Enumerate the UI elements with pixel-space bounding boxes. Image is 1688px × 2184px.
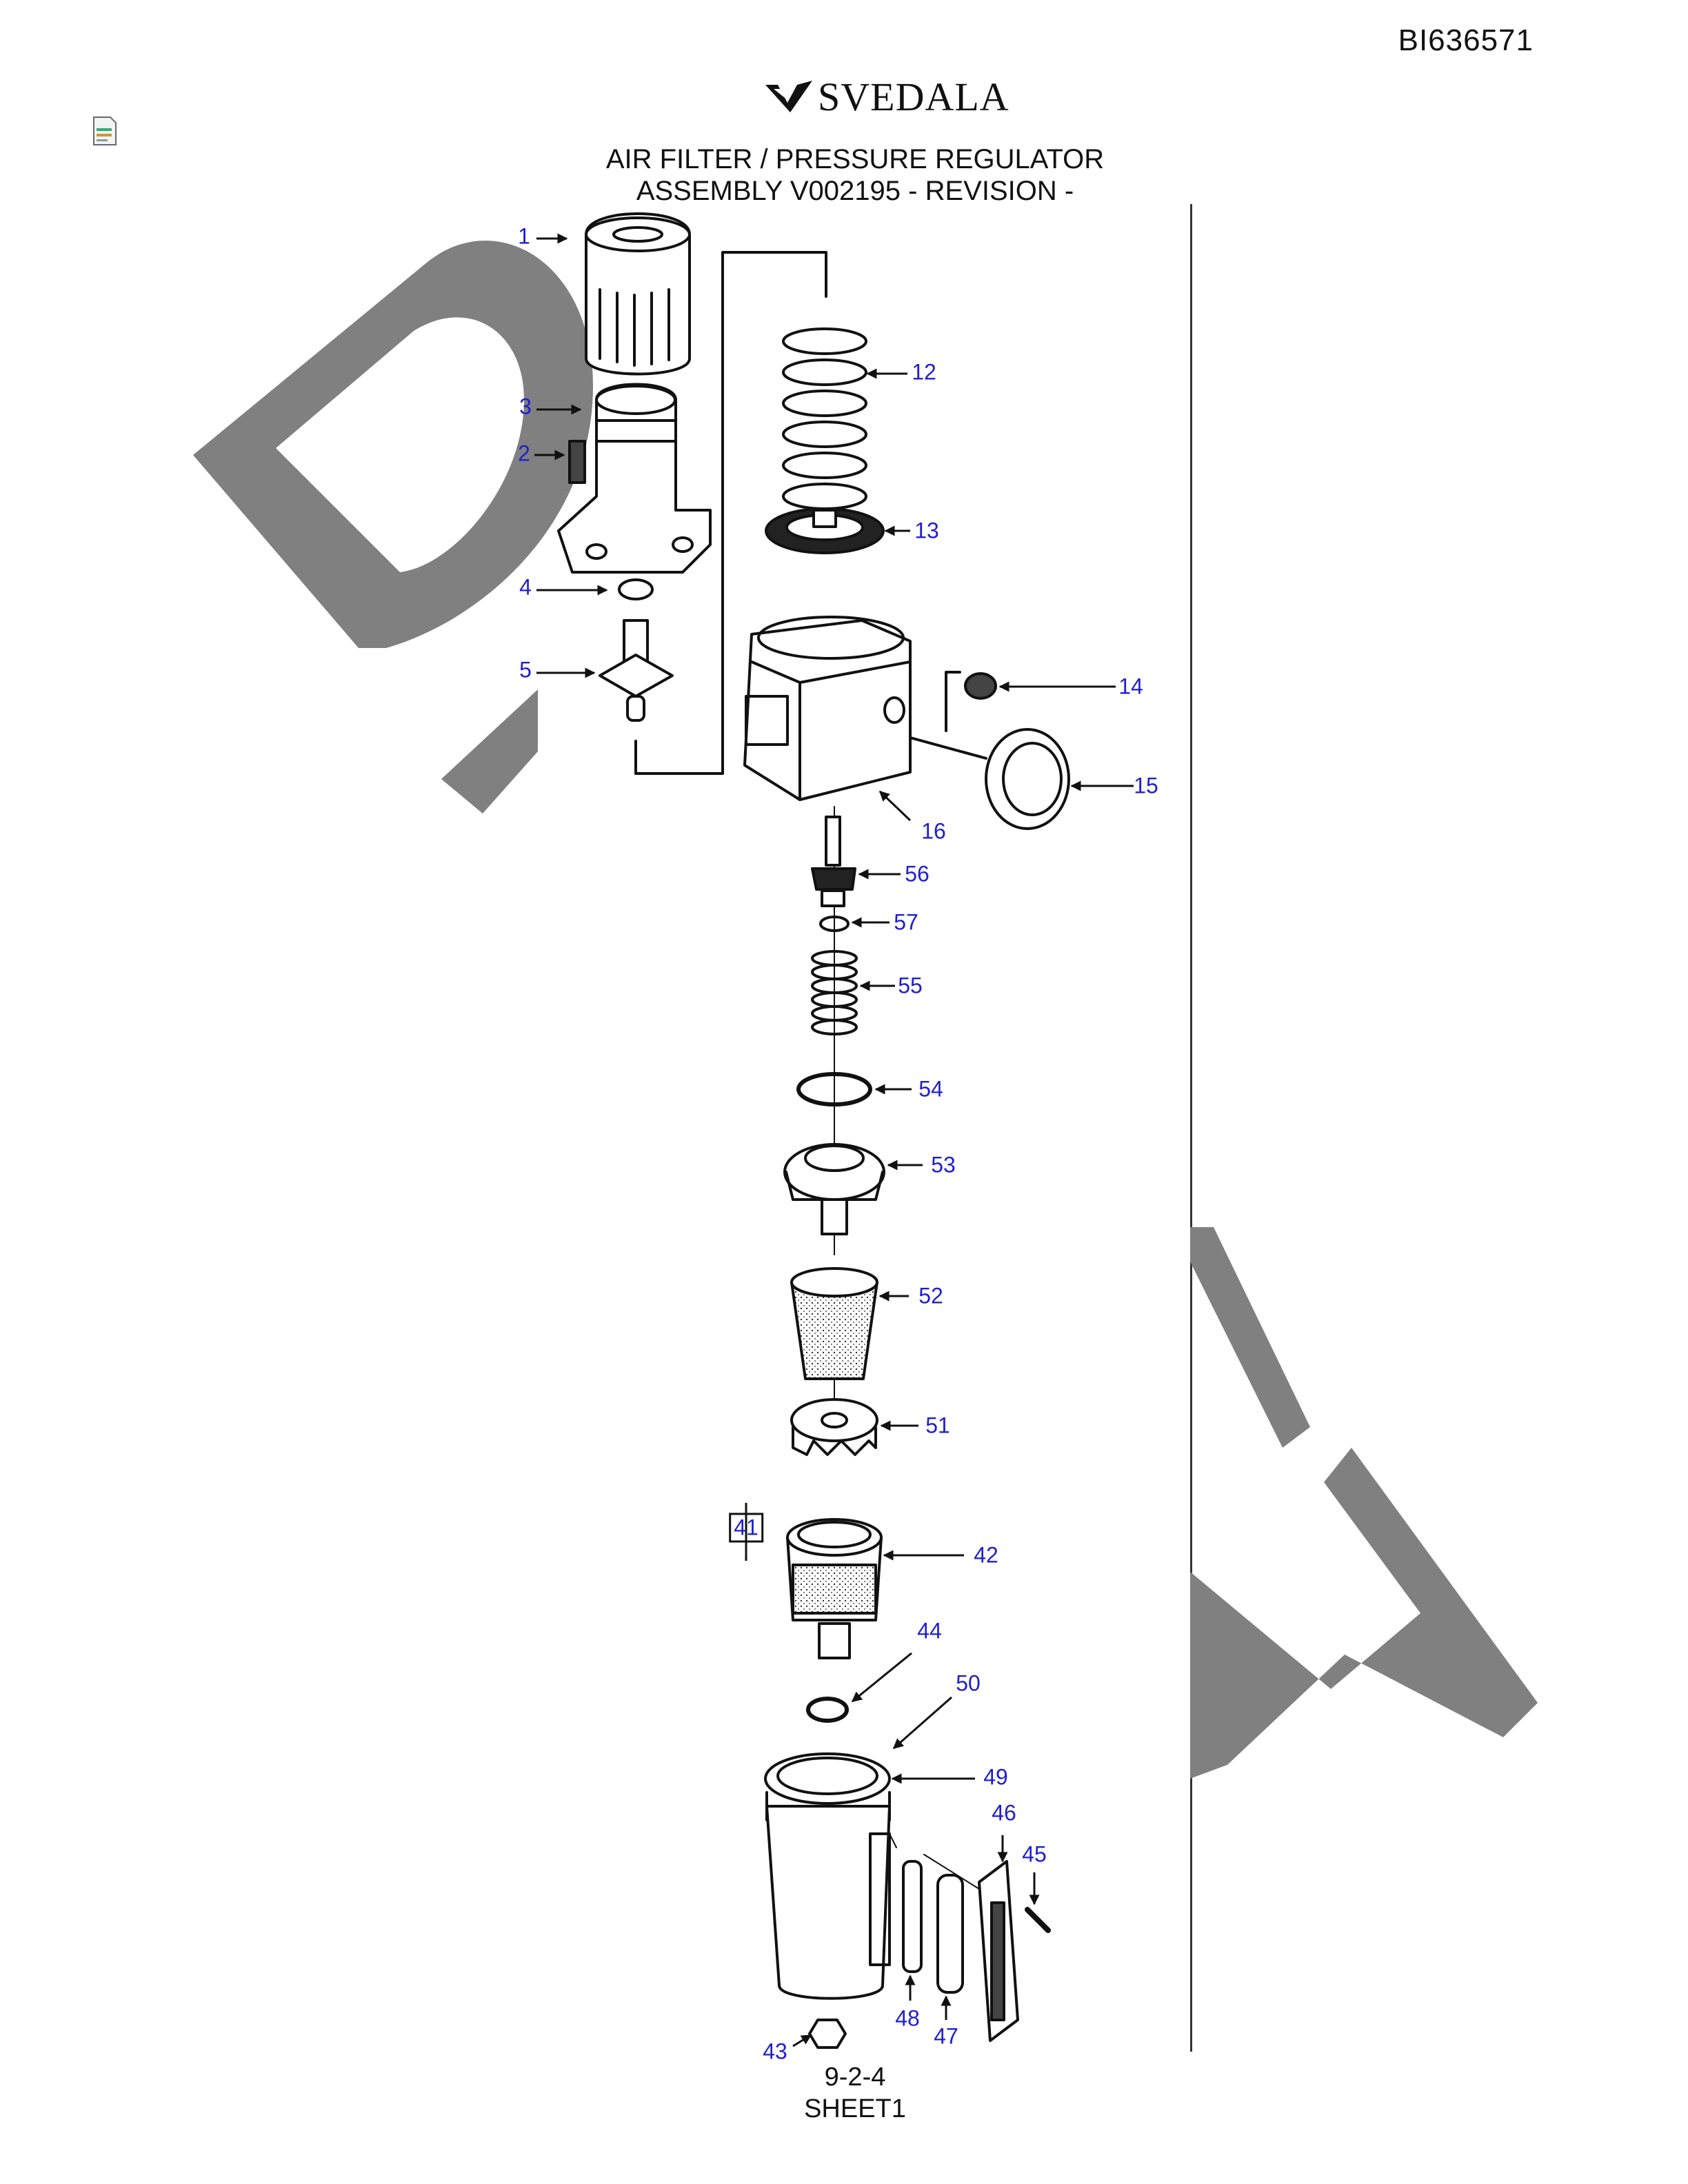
callout-1: 1 bbox=[518, 223, 530, 249]
part-2-screw bbox=[568, 440, 586, 484]
part-46-guard bbox=[978, 1860, 1019, 2042]
part-53-baffle bbox=[783, 1143, 885, 1235]
document-icon[interactable] bbox=[91, 116, 119, 146]
part-15-pressure-gauge bbox=[909, 728, 1070, 830]
svedala-logo: SVEDALA bbox=[764, 74, 1009, 119]
sheet-number: SHEET1 bbox=[804, 2094, 906, 2123]
callout-55: 55 bbox=[898, 973, 923, 998]
callout-46: 46 bbox=[992, 1800, 1016, 1826]
callout-41: 41 bbox=[729, 1513, 763, 1543]
callout-49: 49 bbox=[983, 1764, 1008, 1790]
part-1-adjusting-knob bbox=[585, 212, 691, 376]
part-54-o-ring bbox=[796, 1072, 872, 1106]
leader-16 bbox=[878, 790, 912, 822]
part-12-spring bbox=[782, 327, 867, 510]
part-14-plug bbox=[964, 672, 997, 700]
sheet-footer: 9-2-4 SHEET1 bbox=[0, 2061, 1688, 2125]
page-reference: 9-2-4 bbox=[824, 2063, 886, 2092]
bowl-connector-line bbox=[889, 1833, 980, 1890]
callout-47: 47 bbox=[934, 2023, 958, 2049]
document-number: BI636571 bbox=[1398, 23, 1534, 57]
callout-56: 56 bbox=[905, 861, 930, 887]
callout-12: 12 bbox=[912, 359, 936, 385]
vertical-divider bbox=[1190, 204, 1192, 2052]
callout-2: 2 bbox=[518, 441, 530, 466]
watermark-letter-d bbox=[193, 240, 593, 648]
part-47-gasket bbox=[936, 1874, 964, 1994]
callout-4: 4 bbox=[519, 574, 532, 600]
part-51-deflector bbox=[790, 1398, 878, 1456]
title-line-1: AIR FILTER / PRESSURE REGULATOR bbox=[605, 144, 1105, 174]
part-56-valve-assembly bbox=[811, 816, 856, 907]
drawing-title: AIR FILTER / PRESSURE REGULATOR ASSEMBLY… bbox=[0, 143, 1688, 207]
callout-14: 14 bbox=[1118, 674, 1143, 699]
part-52-filter-element bbox=[790, 1267, 878, 1407]
leader-50 bbox=[892, 1696, 952, 1750]
plug-bracket-line bbox=[945, 671, 961, 732]
callout-16: 16 bbox=[921, 818, 946, 844]
title-line-2: ASSEMBLY V002195 - REVISION - bbox=[636, 176, 1074, 206]
part-4-washer bbox=[618, 578, 654, 600]
callout-43: 43 bbox=[763, 2039, 787, 2064]
callout-5: 5 bbox=[519, 657, 532, 682]
callout-3: 3 bbox=[519, 394, 532, 419]
callout-52: 52 bbox=[918, 1283, 943, 1308]
assembly-connector-line bbox=[634, 251, 827, 775]
part-43-drain-nut bbox=[808, 2019, 847, 2049]
callout-44: 44 bbox=[917, 1618, 942, 1644]
part-57-o-ring bbox=[819, 916, 850, 932]
callout-57: 57 bbox=[894, 909, 918, 935]
callout-50: 50 bbox=[956, 1670, 981, 1696]
watermark-dot bbox=[441, 689, 538, 813]
callout-54: 54 bbox=[918, 1076, 943, 1102]
watermark-letter-t bbox=[1190, 1448, 1538, 1779]
leader-44 bbox=[851, 1652, 912, 1703]
callout-45: 45 bbox=[1022, 1841, 1047, 1867]
part-42-drain-valve bbox=[786, 1518, 883, 1659]
draft-watermark bbox=[193, 240, 1538, 1779]
leader-43 bbox=[792, 2034, 812, 2048]
callout-53: 53 bbox=[931, 1152, 956, 1177]
callout-15: 15 bbox=[1134, 773, 1158, 798]
svedala-mark-icon bbox=[765, 81, 812, 112]
part-3-bonnet bbox=[557, 383, 712, 574]
part-55-spring bbox=[811, 950, 858, 1035]
part-13-diaphragm bbox=[765, 507, 885, 554]
part-48-sight-glass bbox=[902, 1860, 923, 1973]
callout-48: 48 bbox=[895, 2005, 920, 2031]
part-5-valve-stem bbox=[599, 619, 674, 722]
watermark-letter-a-part bbox=[1190, 1227, 1310, 1448]
part-45-screw bbox=[1025, 1907, 1051, 1933]
callout-13: 13 bbox=[914, 518, 939, 543]
logo-text: SVEDALA bbox=[818, 74, 1009, 119]
callout-42: 42 bbox=[974, 1542, 998, 1568]
callout-51: 51 bbox=[925, 1413, 950, 1438]
part-44-seal bbox=[806, 1697, 849, 1723]
part-16-regulator-body bbox=[743, 616, 912, 801]
part-49-bowl bbox=[764, 1752, 891, 2000]
